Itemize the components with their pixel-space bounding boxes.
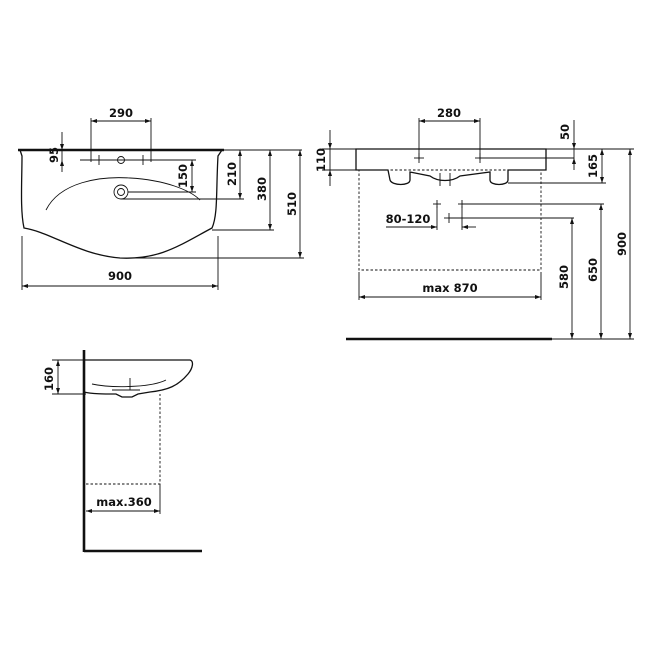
drain-marker [113, 184, 129, 200]
basin-profile-side [83, 359, 194, 398]
dim-95: 95 [47, 147, 61, 163]
dim-50: 50 [558, 124, 572, 140]
front-view: 280 110 50 165 80-120 max [314, 106, 634, 341]
dim-900-width: 900 [108, 269, 132, 283]
dim-900-height: 900 [615, 232, 629, 256]
dim-110: 110 [314, 148, 328, 172]
dim-580: 580 [557, 265, 571, 289]
cabinet-outline-side [86, 394, 161, 485]
side-view: 160 max.360 [42, 350, 202, 553]
dim-165: 165 [586, 154, 600, 178]
dim-160: 160 [42, 367, 56, 391]
dim-510: 510 [285, 192, 299, 216]
bowl-outline [45, 177, 201, 211]
dim-380: 380 [255, 177, 269, 201]
dim-80-120: 80-120 [386, 212, 431, 226]
dim-150: 150 [176, 164, 190, 188]
dim-290: 290 [109, 106, 133, 120]
dim-max-870: max 870 [422, 281, 477, 295]
dim-max-360: max.360 [96, 495, 152, 509]
dim-210: 210 [225, 162, 239, 186]
top-view: 290 95 150 210 380 510 [18, 106, 304, 290]
cabinet-outline [358, 169, 542, 271]
dim-280: 280 [437, 106, 461, 120]
basin-outline-front [355, 148, 547, 186]
dim-650: 650 [586, 258, 600, 282]
